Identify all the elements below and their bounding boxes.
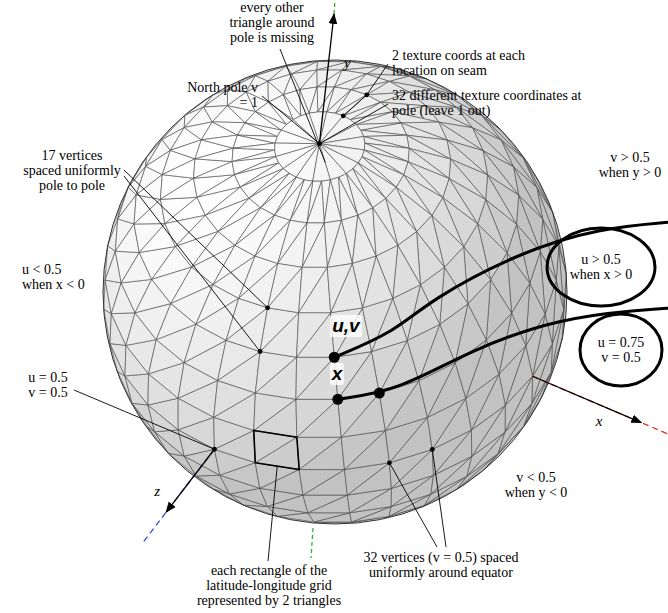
vertex-dot <box>212 447 217 452</box>
callout-label: 32 vertices (v = 0.5) spaced uniformly a… <box>352 550 530 580</box>
leader-line <box>268 466 277 561</box>
mesh-triangle <box>297 399 341 437</box>
coordinate-label: u = 0.5 v = 0.5 <box>24 370 72 400</box>
mesh-triangle <box>300 70 317 90</box>
vertex-dot <box>317 141 322 146</box>
mesh-triangle <box>297 313 331 358</box>
handwritten-note: u,v <box>330 315 361 337</box>
axis-label: x <box>596 414 603 429</box>
mesh-triangle <box>317 70 342 87</box>
vertex-dot <box>341 113 346 118</box>
x-axis-arrow <box>533 376 642 422</box>
y-axis-dashed <box>311 528 313 558</box>
vertex-dot <box>364 92 369 97</box>
mesh-triangle <box>297 437 341 469</box>
z-axis-arrow <box>166 449 214 512</box>
region-note: v < 0.5 when y < 0 <box>500 470 572 500</box>
mesh-triangle <box>309 87 318 113</box>
mesh-triangle <box>237 135 277 143</box>
x-axis-dashed <box>533 376 668 439</box>
vertex-dot <box>387 460 392 465</box>
axis-label: z <box>154 484 160 499</box>
mesh-triangle <box>162 159 195 178</box>
mesh-triangle <box>245 123 281 137</box>
callout-label: North pole v = 1 <box>176 80 258 110</box>
callout-label: 32 different texture coordinates at pole… <box>392 88 592 118</box>
axis-label: y <box>344 56 351 71</box>
y-axis-arrow <box>319 14 334 144</box>
mesh-triangle <box>201 135 237 148</box>
mesh-triangle <box>255 352 296 393</box>
mesh-triangle <box>297 313 335 358</box>
vertex-dot <box>430 447 435 452</box>
mesh-triangle <box>233 143 275 150</box>
mesh-triangle <box>134 199 165 224</box>
y-axis-dashed <box>334 0 335 14</box>
vertex-dot <box>265 305 270 310</box>
mesh-triangle <box>296 357 334 399</box>
callout-label: each rectangle of the latitude-longitude… <box>188 563 350 608</box>
mesh-triangle <box>299 267 331 312</box>
leader-line <box>262 96 319 144</box>
callout-label: every other triangle around pole is miss… <box>226 0 318 45</box>
mesh-triangle <box>327 264 352 313</box>
mesh-triangle <box>195 148 233 161</box>
mesh-triangle <box>302 223 327 267</box>
mesh-triangle <box>136 175 162 200</box>
mesh-triangle <box>313 144 331 181</box>
circled-note: u = 0.75 v = 0.5 <box>578 312 664 388</box>
region-note: u < 0.5 when x < 0 <box>22 262 90 292</box>
leader-line <box>124 170 268 308</box>
region-note: v > 0.5 when y > 0 <box>596 150 664 180</box>
mesh-triangle <box>327 220 352 267</box>
leader-line <box>319 104 388 144</box>
mesh-triangle <box>260 308 299 352</box>
mesh-triangle <box>110 344 126 376</box>
mesh-triangle <box>417 232 445 285</box>
mesh-triangle <box>110 344 125 376</box>
callout-label: 2 texture coords at each location on sea… <box>392 48 542 78</box>
sphere-mesh <box>103 60 567 524</box>
mesh-triangle <box>324 180 341 223</box>
mesh-triangle <box>299 470 344 496</box>
callout-label: 17 vertices spaced uniformly pole to pol… <box>22 148 122 193</box>
mesh-triangle <box>118 195 136 224</box>
z-axis-dashed <box>142 449 214 543</box>
sphere-disk <box>103 60 567 524</box>
handwritten-note: x <box>330 363 345 385</box>
annotation-lines <box>74 0 668 561</box>
leader-line <box>432 449 446 547</box>
mesh-triangle <box>278 223 307 267</box>
handwritten-stroke <box>338 308 668 399</box>
mesh-triangle <box>308 513 350 522</box>
mesh-triangle <box>296 399 338 437</box>
mesh-triangle <box>339 177 358 220</box>
hand-drawn-ellipse <box>547 228 655 306</box>
mesh-triangle <box>268 267 303 312</box>
leader-line <box>74 390 214 449</box>
mesh-triangle <box>303 495 347 513</box>
leader-line <box>280 49 325 162</box>
note-text: u = 0.75 v = 0.5 <box>595 335 647 365</box>
mesh-triangle <box>194 162 235 179</box>
mesh-triangle <box>307 181 324 223</box>
leader-line <box>124 176 260 352</box>
handwritten-dot <box>329 352 340 363</box>
grid-rectangle <box>254 430 299 469</box>
hand-drawn-ellipse <box>580 314 662 386</box>
handwritten-dot <box>332 394 343 405</box>
note-text: u > 0.5 when x > 0 <box>566 252 636 282</box>
circled-note: u > 0.5 when x > 0 <box>545 226 657 308</box>
sphere-outline <box>103 60 567 524</box>
leader-line <box>389 463 437 547</box>
mesh-triangle <box>352 215 376 263</box>
mesh-triangle <box>160 178 197 199</box>
handwritten-dot <box>374 388 385 399</box>
vertex-dot <box>258 349 263 354</box>
mesh-triangle <box>331 308 363 357</box>
mesh-triangle <box>125 374 149 405</box>
mesh-triangle <box>356 123 401 130</box>
